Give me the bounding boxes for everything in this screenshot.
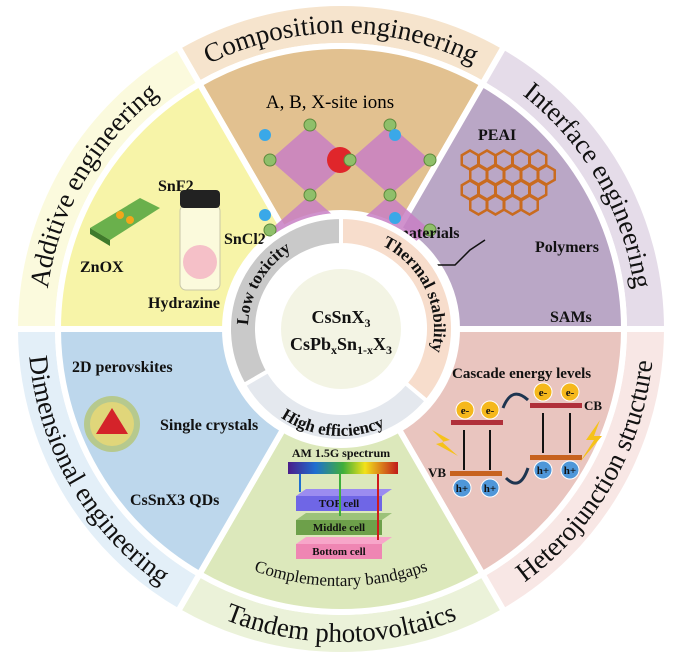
middle-cell: [296, 520, 382, 535]
spectrum-bar: [288, 462, 398, 474]
svg-text:h+: h+: [456, 483, 468, 495]
peai-label: PEAI: [478, 127, 516, 144]
additive-sector: [54, 79, 288, 332]
2d-perovskites-label: 2D perovskites: [72, 359, 173, 376]
film-substrate-icon: [90, 198, 160, 246]
svg-text:e-: e-: [566, 387, 575, 399]
vb-label: VB: [428, 465, 446, 480]
svg-text:h+: h+: [484, 483, 496, 495]
hydrazine-label: Hydrazine: [148, 295, 220, 312]
dimensional-content: 2D perovskites Single crystals CsSnX3 QD…: [72, 359, 258, 509]
excitation-arrows: [463, 413, 571, 470]
single-crystals-label: Single crystals: [160, 417, 258, 434]
formula-cssnx3: CsSnX3: [311, 307, 370, 330]
hole-icon: h+: [533, 460, 553, 480]
electron-icon: e-: [480, 400, 500, 420]
vial-icon: [179, 190, 221, 291]
hole-icon: h+: [480, 478, 500, 498]
svg-text:h+: h+: [564, 465, 576, 477]
electron-icon: e-: [560, 382, 580, 402]
additive-content: SnF2 SnCl2 ZnOX Hydrazine: [80, 178, 266, 312]
interface-sector: [394, 79, 628, 332]
znox-label: ZnOX: [80, 259, 124, 276]
center-formula: CsSnX3 CsPbxSn1-xX3: [290, 307, 392, 357]
polymers-label: Polymers: [535, 239, 599, 256]
electron-icon: e-: [533, 382, 553, 402]
sams-label: SAMs: [550, 309, 592, 326]
core-shell-qd-icon: [84, 396, 140, 452]
formula-cspbsn: CsPbxSn1-xX3: [290, 334, 392, 357]
spectrum-label: AM 1.5G spectrum: [292, 446, 390, 460]
high-efficiency-segment: [241, 368, 430, 443]
hole-icon: h+: [560, 460, 580, 480]
composition-sites-text: A, B, X-site ions: [266, 92, 394, 113]
qds-label: CsSnX3 QDs: [130, 492, 219, 509]
heterojunction-content: Cascade energy levels CB VB e-e-e-e-h+ h+…: [428, 366, 602, 498]
lightning-icon: [432, 430, 458, 456]
cb-label: CB: [584, 398, 602, 413]
cascade-title: Cascade energy levels: [452, 366, 591, 382]
svg-text:e-: e-: [461, 405, 470, 417]
svg-text:e-: e-: [486, 405, 495, 417]
hole-icon: h+: [452, 478, 472, 498]
svg-text:h+: h+: [537, 465, 549, 477]
electron-icon: e-: [455, 400, 475, 420]
peai-honeycomb-icon: [460, 149, 556, 216]
svg-text:e-: e-: [539, 387, 548, 399]
middle-cell-label: Middle cell: [313, 522, 365, 534]
center-glow: [281, 269, 401, 389]
bottom-cell: [296, 544, 382, 559]
dimensional-sector: [54, 326, 288, 579]
lightning-icon: [580, 420, 602, 462]
sncl2-label: SnCl2: [224, 231, 266, 248]
electron-transfer-arrow: [501, 392, 530, 409]
hole-transfer-arrow: [504, 467, 530, 485]
bottom-cell-label: Bottom cell: [312, 546, 365, 558]
